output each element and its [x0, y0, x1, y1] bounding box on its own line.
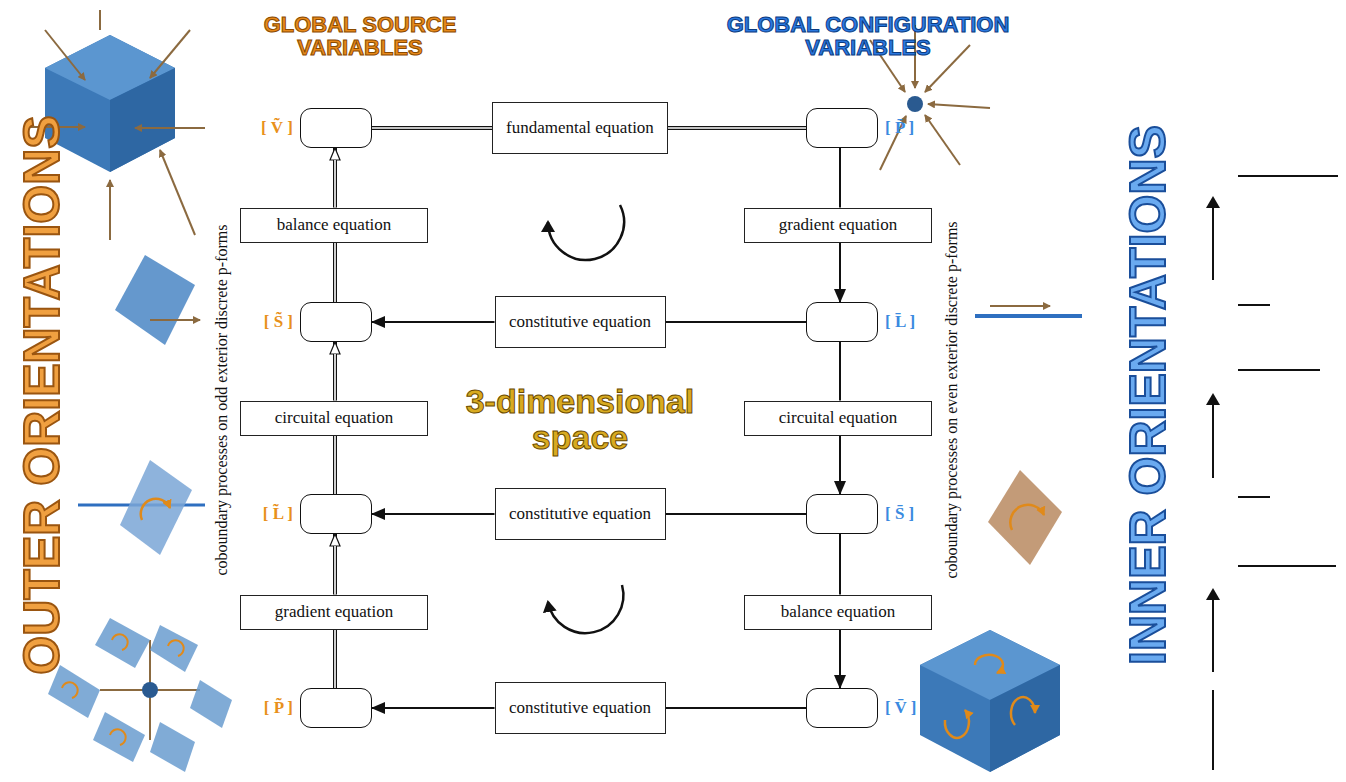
equation-box: constitutive equation [495, 296, 666, 348]
equation-text: gradient equation [771, 212, 906, 238]
variable-label: [ P̃ ] [264, 698, 293, 718]
connector [840, 630, 841, 689]
oriented-cube [920, 630, 1060, 772]
equation-text: circuital equation [267, 405, 401, 431]
equation-text: circuital equation [771, 405, 905, 431]
variable-box: [ S̄ ] [806, 494, 878, 534]
equation-box: gradient equation [744, 208, 932, 243]
equation-text: fundamental equation [498, 115, 662, 141]
connector [372, 708, 495, 709]
point-star [48, 618, 232, 772]
surface-flux [115, 255, 200, 345]
side-title: INNER ORIENTATIONS [1122, 125, 1175, 665]
equation-box: balance equation [240, 208, 428, 243]
equation-text: constitutive equation [501, 501, 659, 527]
variable-box: [ L̃ ] [300, 494, 372, 534]
connector [840, 342, 841, 401]
equation-box: constitutive equation [495, 488, 666, 540]
variable-label: [ P̄ ] [885, 118, 914, 138]
connector [372, 514, 495, 515]
variable-box: [ Ṽ ] [300, 108, 372, 148]
connector [335, 436, 336, 495]
connector [335, 243, 336, 303]
variable-box: [ L̄ ] [806, 302, 878, 342]
equation-text: constitutive equation [501, 695, 659, 721]
connector [668, 128, 806, 129]
oriented-surface [988, 470, 1062, 565]
connector [335, 342, 336, 401]
variable-box: [ P̃ ] [300, 688, 372, 728]
connector [666, 322, 807, 323]
connector [840, 436, 841, 495]
connector [840, 148, 841, 208]
column-title: GLOBAL CONFIGURATION VARIABLES [688, 13, 1048, 59]
column-title: GLOBAL SOURCE VARIABLES [260, 13, 460, 59]
connector [372, 128, 492, 129]
equation-box: fundamental equation [492, 102, 668, 154]
connector [666, 514, 807, 515]
connector [335, 148, 336, 208]
margin-marks [1213, 176, 1338, 770]
connector [335, 630, 336, 689]
line-circulation [78, 460, 205, 555]
equation-text: balance equation [269, 212, 400, 238]
equation-text: gradient equation [267, 599, 402, 625]
connector [335, 534, 336, 595]
vertical-note: coboundary processes on odd exterior dis… [214, 225, 231, 576]
connector [666, 708, 807, 709]
equation-box: balance equation [744, 595, 932, 630]
variable-box: [ S̃ ] [300, 302, 372, 342]
variable-label: [ L̄ ] [885, 312, 915, 332]
variable-label: [ S̄ ] [885, 504, 914, 524]
connector [840, 243, 841, 303]
variable-box: [ P̄ ] [806, 108, 878, 148]
equation-box: constitutive equation [495, 682, 666, 734]
equation-box: gradient equation [240, 595, 428, 630]
equation-box: circuital equation [744, 401, 932, 436]
variable-label: [ Ṽ ] [261, 118, 293, 138]
variable-box: [ V̄ ] [806, 688, 878, 728]
variable-label: [ S̃ ] [264, 312, 293, 332]
side-title: OUTER ORIENTATIONS [16, 115, 69, 674]
center-title: 3-dimensional space [450, 384, 710, 455]
connector [372, 322, 495, 323]
equation-text: balance equation [773, 599, 904, 625]
variable-label: [ V̄ ] [885, 698, 917, 718]
connector [840, 534, 841, 595]
equation-box: circuital equation [240, 401, 428, 436]
variable-label: [ L̃ ] [263, 504, 293, 524]
equation-text: constitutive equation [501, 309, 659, 335]
vertical-note: coboundary processes on even exterior di… [944, 221, 961, 578]
oriented-line [975, 306, 1082, 316]
